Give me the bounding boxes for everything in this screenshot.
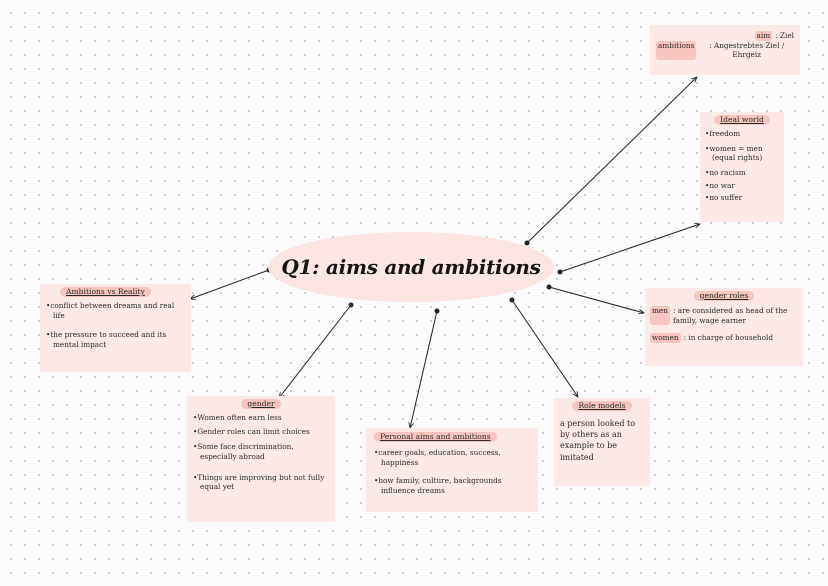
aim-term: aim <box>754 31 773 41</box>
role-models-title: Role models <box>572 401 632 412</box>
gender-roles-title: gender roles <box>693 291 755 302</box>
personal-aims-list: career goals, education, success, happin… <box>374 448 530 496</box>
arrow-dot <box>509 297 515 303</box>
role-models-text: a person looked to by others as an examp… <box>560 419 636 462</box>
personal-aims-title: Personal aims and ambitions <box>374 432 497 443</box>
aim-definition-text: : Ziel <box>775 31 794 40</box>
men-role: men : are considered as head of the fami… <box>650 306 798 326</box>
definitions-card: aim : Ziel ambitions : Angestrebtes Ziel… <box>650 25 800 75</box>
list-item: the pressure to succeed and its mental i… <box>46 330 185 349</box>
gender-roles-card: gender roles men : are considered as hea… <box>645 288 803 366</box>
list-item: Some face discrimination, especially abr… <box>193 442 329 461</box>
men-role-text: : are considered as head of the family, … <box>672 306 788 325</box>
list-item: how family, culture, backgrounds influen… <box>374 476 530 495</box>
ideal-world-card: Ideal world freedom women = men (equal r… <box>700 112 784 222</box>
list-item: Women often earn less <box>193 413 329 423</box>
ambitions-reality-card: Ambitions vs Reality conflict between dr… <box>40 284 191 372</box>
ideal-world-title: Ideal world <box>714 115 770 126</box>
gender-list: Women often earn less Gender roles can l… <box>193 413 329 492</box>
men-term: men <box>650 306 670 326</box>
central-topic-title: Q1: aims and ambitions <box>281 255 541 279</box>
arrow-to-ideal-world <box>559 224 700 273</box>
arrow-to-role-models <box>511 299 578 397</box>
list-item: no racism <box>705 168 779 178</box>
aim-definition: aim : Ziel <box>656 31 794 41</box>
ambitions-reality-list: conflict between dreams and real life th… <box>46 301 185 350</box>
ambitions-definition-text: : Angestrebtes Ziel / Ehrgeiz <box>709 40 785 60</box>
arrow-dot <box>557 269 563 275</box>
ambitions-reality-title: Ambitions vs Reality <box>60 287 151 298</box>
women-role: women : in charge of household <box>650 333 798 343</box>
list-item: women = men (equal rights) <box>705 144 779 163</box>
list-item: Things are improving but not fully equal… <box>193 473 329 492</box>
central-topic-bubble: Q1: aims and ambitions <box>268 232 554 302</box>
gender-card: gender Women often earn less Gender role… <box>187 396 335 522</box>
ambitions-term: ambitions <box>656 40 697 60</box>
list-item: no war <box>705 181 779 191</box>
ambitions-definition: ambitions : Angestrebtes Ziel / Ehrgeiz <box>656 40 794 60</box>
list-item: Gender roles can limit choices <box>193 427 329 437</box>
list-item: conflict between dreams and real life <box>46 301 185 320</box>
personal-aims-card: Personal aims and ambitions career goals… <box>366 428 538 512</box>
arrow-to-ambitions-reality <box>190 269 270 299</box>
women-term: women <box>650 333 681 343</box>
arrow-to-personal-aims <box>410 310 438 428</box>
arrow-dot <box>524 240 530 246</box>
arrow-dot <box>546 284 552 290</box>
arrow-to-gender-roles <box>548 286 644 313</box>
arrow-to-gender <box>279 304 352 398</box>
list-item: freedom <box>705 129 779 139</box>
arrow-dot <box>348 302 354 308</box>
role-models-card: Role models a person looked to by others… <box>554 398 650 486</box>
arrow-dot <box>434 308 440 314</box>
arrow-to-definitions <box>526 77 697 244</box>
ideal-world-list: freedom women = men (equal rights) no ra… <box>705 129 779 203</box>
gender-title: gender <box>241 399 281 410</box>
list-item: career goals, education, success, happin… <box>374 448 530 467</box>
women-role-text: : in charge of household <box>683 333 774 343</box>
list-item: no suffer <box>705 193 779 203</box>
